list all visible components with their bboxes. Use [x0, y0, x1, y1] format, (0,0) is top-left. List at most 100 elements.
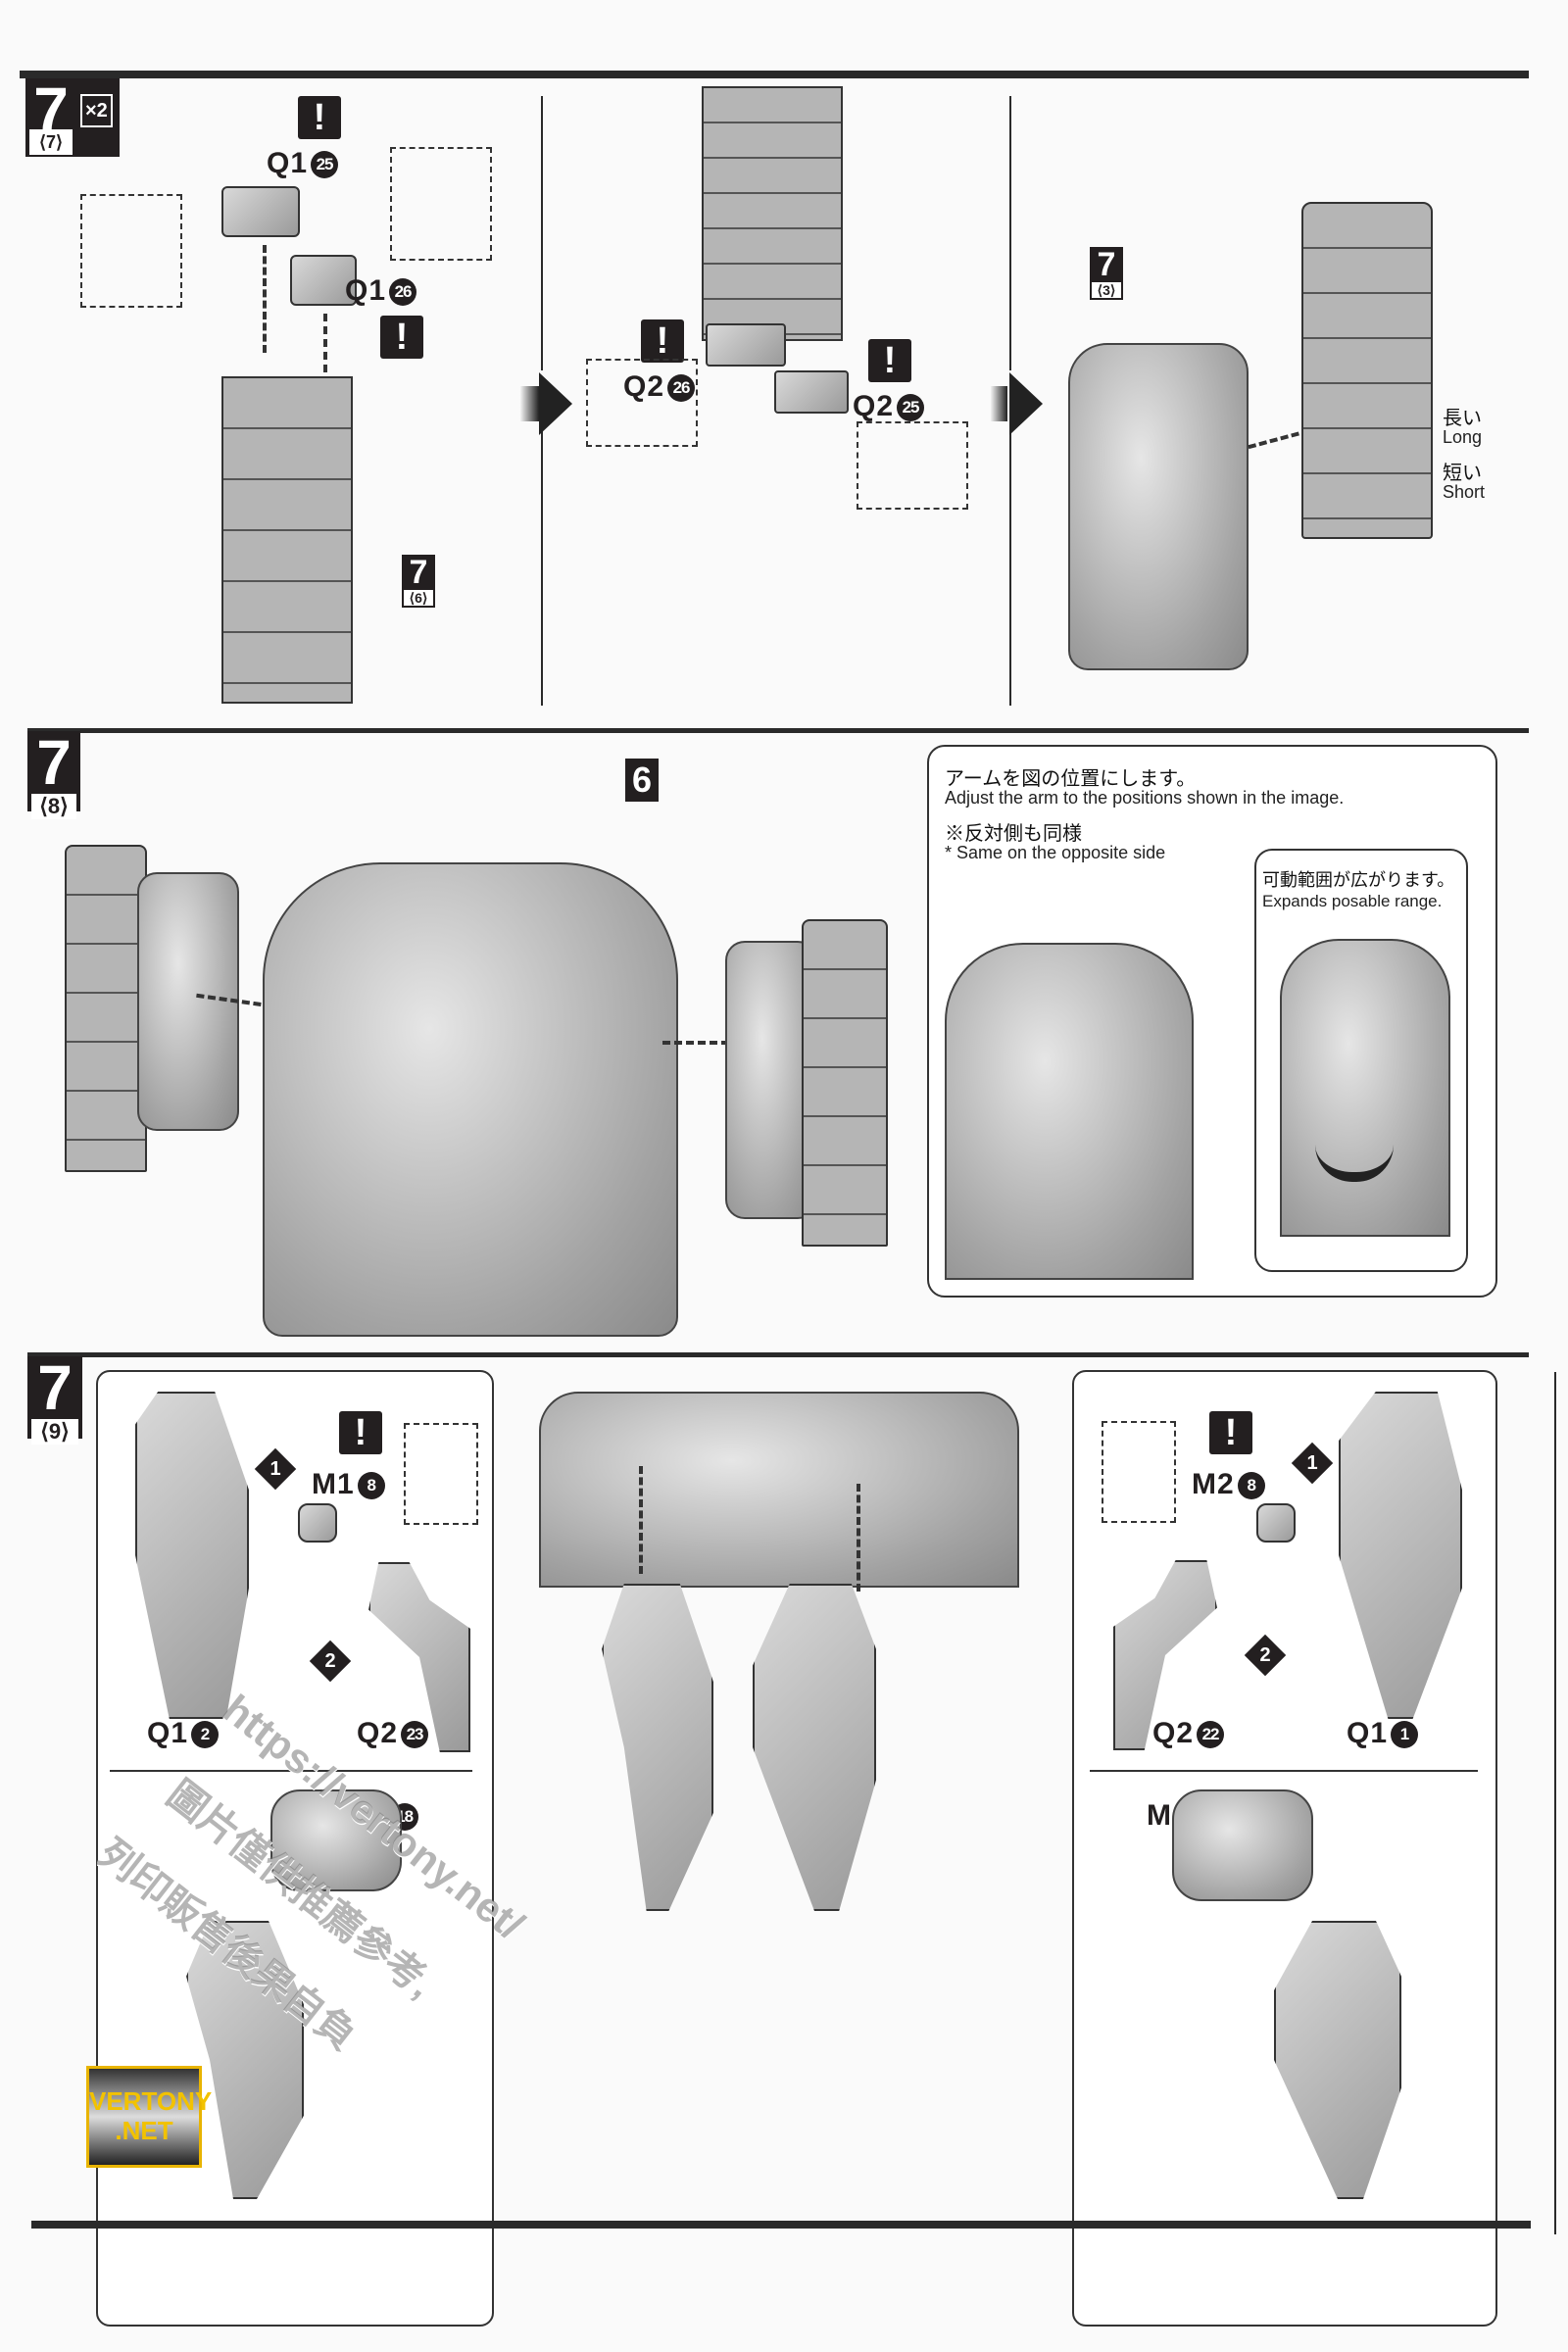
shield-binder: [1301, 202, 1433, 539]
next-step-arrow: [990, 386, 1007, 421]
shoulder-armor-center-left: [602, 1584, 713, 1911]
next-step-arrow-head: [1009, 372, 1043, 435]
next-step-arrow-head: [539, 372, 572, 435]
step-number: 7: [37, 1352, 73, 1423]
part-number: 8: [357, 1472, 385, 1500]
vertony-logo: VERTONY .NET: [86, 2066, 213, 2168]
long-label-en: Long: [1443, 427, 1483, 447]
bottom-rule: [31, 2221, 1531, 2229]
step-sub: ⟨7⟩: [29, 129, 73, 155]
backpack-left: [137, 872, 239, 1131]
runner-id: Q2: [357, 1717, 399, 1749]
runner-id: Q2: [853, 390, 895, 422]
warning-icon: !: [868, 339, 911, 382]
part-number: 25: [897, 394, 925, 422]
runner-id: Q1: [147, 1717, 189, 1749]
detail-box: [1102, 1421, 1176, 1523]
panel-divider-1b: [541, 431, 543, 706]
step-7-9-badge: 7 ⟨9⟩: [27, 1352, 82, 1445]
callout-number: 7: [1097, 246, 1116, 283]
step-sub: ⟨9⟩: [31, 1419, 78, 1445]
detail-box-left: [80, 194, 182, 308]
posable-range-jp: 可動範囲が広がります。: [1262, 870, 1455, 890]
step-1-label: 1: [1306, 1452, 1318, 1474]
part-q2-25: [774, 370, 849, 414]
part-q1-25: [221, 186, 300, 237]
runner-id: Q2: [1152, 1717, 1195, 1749]
detail-box: [404, 1423, 478, 1525]
short-label-jp: 短い: [1443, 463, 1482, 484]
part-number: 26: [667, 374, 696, 403]
part-number: 26: [389, 278, 417, 307]
part-number: 8: [1237, 1472, 1265, 1500]
panel-divider: [110, 1770, 472, 1772]
shoulder-rotation-illustration: [1280, 939, 1450, 1237]
instruction-bubble: アームを図の位置にします。 Adjust the arm to the posi…: [927, 745, 1497, 1298]
runner-id: M2: [1192, 1468, 1235, 1500]
detail-box-right: [390, 147, 492, 261]
runner-id: Q2: [623, 370, 665, 403]
panel-divider-2: [1009, 96, 1011, 370]
attach-arrow-up-right: [857, 1484, 860, 1592]
part-m1-19: [1172, 1789, 1313, 1901]
part-number: 22: [1197, 1721, 1225, 1749]
detail-box-left: [586, 359, 698, 447]
next-step-arrow: [519, 386, 539, 421]
callout-number: 6: [631, 760, 653, 800]
part-q1-26: [290, 255, 357, 306]
assembly-arrow: [263, 245, 267, 353]
short-label-en: Short: [1443, 482, 1486, 502]
section-rule: [27, 728, 1529, 733]
step-2-marker: 2: [1244, 1634, 1287, 1677]
section-rule: [27, 1352, 1529, 1357]
logo-text-1: VERTONY: [89, 2086, 213, 2116]
warning-icon: !: [298, 96, 341, 139]
opposite-side-note-en: * Same on the opposite side: [945, 843, 1166, 862]
step-sub: ⟨8⟩: [31, 794, 76, 819]
rotate-arrow-icon: [1315, 1145, 1394, 1182]
part-number: 25: [311, 151, 339, 179]
callout-sub: ⟨6⟩: [404, 590, 433, 606]
shield-binder-assembly: [221, 376, 353, 704]
posable-range-en: Expands posable range.: [1262, 892, 1443, 910]
warning-icon: !: [339, 1411, 382, 1454]
part-number: 1: [1391, 1721, 1419, 1749]
page-right-edge: [1554, 1372, 1556, 2234]
panel-divider-2b: [1009, 431, 1011, 706]
detail-box-right: [857, 421, 968, 510]
long-label-jp: 長い: [1443, 408, 1482, 429]
warning-icon: !: [641, 319, 684, 363]
step-1-label: 1: [270, 1458, 281, 1480]
step-7-7-badge: 7 ×2 ⟨7⟩: [25, 78, 120, 157]
instruction-en: Adjust the arm to the positions shown in…: [945, 788, 1345, 808]
runner-id: M1: [312, 1468, 355, 1500]
shield-binder-assembly: [702, 86, 843, 341]
step-2-marker: 2: [309, 1640, 352, 1683]
runner-id: Q1: [1347, 1717, 1389, 1749]
attach-arrow-up-left: [639, 1466, 643, 1574]
attach-arrow-right: [662, 1041, 741, 1045]
step-7-8-badge: 7 ⟨8⟩: [27, 731, 80, 819]
assembly-arrow: [323, 314, 327, 372]
callout-6: 6: [625, 759, 659, 802]
part-m1-8: [298, 1503, 337, 1543]
part-m1-18: [270, 1789, 402, 1891]
shield-binder-left: [65, 845, 147, 1172]
runner-id: Q1: [267, 147, 309, 179]
shoulder-armor-center-right: [753, 1584, 876, 1911]
part-q2-26: [706, 323, 786, 367]
logo-text-2: .NET: [115, 2116, 173, 2145]
part-m2-8: [1256, 1503, 1296, 1543]
posable-range-inset: 可動範囲が広がります。 Expands posable range.: [1254, 849, 1468, 1272]
step-2-label: 2: [324, 1650, 336, 1672]
instruction-jp: アームを図の位置にします。: [945, 768, 1197, 790]
arm-position-illustration: [945, 943, 1194, 1280]
backpack-frame: [1068, 343, 1249, 670]
